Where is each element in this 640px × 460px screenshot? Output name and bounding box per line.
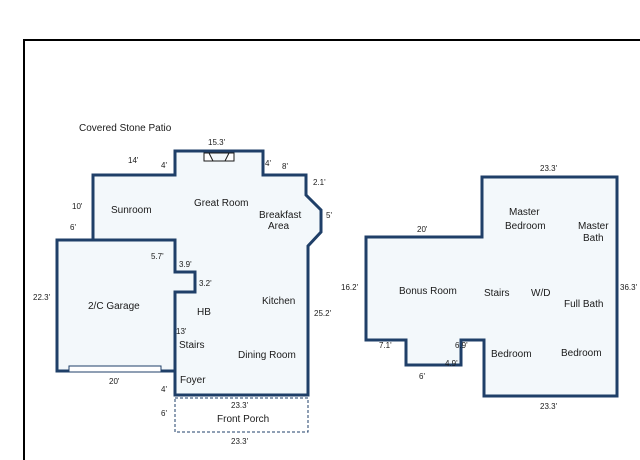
second-floor-plan: Master Bedroom Master Bath Bonus Room St… [341, 164, 638, 411]
garage-door [68, 365, 162, 373]
room-wd: W/D [531, 288, 550, 299]
dim-6-garage: 6' [70, 223, 76, 232]
dim-15-3: 15.3' [208, 138, 226, 147]
room-front-porch: Front Porch [217, 414, 269, 425]
dim-4-left: 4' [161, 161, 167, 170]
room-master-bath-line2: Bath [583, 233, 604, 244]
sheet-border [23, 39, 640, 460]
room-master-bedroom-line1: Master [509, 207, 540, 218]
front-porch-outline [174, 397, 309, 433]
first-floor-plan: Covered Stone Patio Sunroom Great Room B… [33, 123, 332, 446]
room-stairs: Stairs [179, 340, 205, 351]
dim-5-7: 5.7' [151, 252, 164, 261]
dim-5: 5' [326, 211, 332, 220]
dim-20-garage: 20' [109, 377, 120, 386]
dim-6-porch: 6' [161, 409, 167, 418]
dim-23-3-porch-top: 23.3' [231, 401, 249, 410]
room-bonus-room: Bonus Room [399, 286, 457, 297]
dim-13: 13' [176, 327, 187, 336]
dim-4-foyer: 4' [161, 385, 167, 394]
room-bedroom-right: Bedroom [561, 348, 602, 359]
room-stairs-upper: Stairs [484, 288, 510, 299]
room-garage: 2/C Garage [88, 301, 140, 312]
dim-23-3-upper-bottom: 23.3' [540, 402, 558, 411]
dim-22-3: 22.3' [33, 293, 51, 302]
dim-23-3-porch-bottom: 23.3' [231, 437, 249, 446]
room-sunroom: Sunroom [111, 205, 152, 216]
dim-8: 8' [282, 162, 288, 171]
room-full-bath: Full Bath [564, 299, 603, 310]
dim-4-right: 4' [265, 159, 271, 168]
room-master-bedroom-line2: Bedroom [505, 221, 546, 232]
dim-4-9: 4.9' [445, 359, 458, 368]
dim-7-1: 7.1' [379, 341, 392, 350]
dim-20-upper: 20' [417, 225, 428, 234]
dim-14: 14' [128, 156, 139, 165]
dim-23-3-upper-top: 23.3' [540, 164, 558, 173]
dim-16-2: 16.2' [341, 283, 359, 292]
dim-6-9: 6.9' [455, 341, 468, 350]
room-bedroom-left: Bedroom [491, 349, 532, 360]
dim-25-2: 25.2' [314, 309, 332, 318]
room-breakfast-line1: Breakfast [259, 210, 301, 221]
room-hb: HB [197, 307, 211, 318]
room-breakfast-line2: Area [268, 221, 290, 232]
dim-3-2: 3.2' [199, 279, 212, 288]
room-dining-room: Dining Room [238, 350, 296, 361]
dim-2-1: 2.1' [313, 178, 326, 187]
dim-6-upper: 6' [419, 372, 425, 381]
room-foyer: Foyer [180, 375, 206, 386]
room-great-room: Great Room [194, 198, 248, 209]
room-master-bath-line1: Master [578, 221, 609, 232]
patio-label: Covered Stone Patio [79, 123, 172, 134]
second-floor-walls [364, 175, 619, 398]
fireplace-symbol [203, 152, 235, 162]
dim-10: 10' [72, 202, 83, 211]
dim-36-3: 36.3' [620, 283, 638, 292]
dim-3-9: 3.9' [179, 260, 192, 269]
room-kitchen: Kitchen [262, 296, 295, 307]
